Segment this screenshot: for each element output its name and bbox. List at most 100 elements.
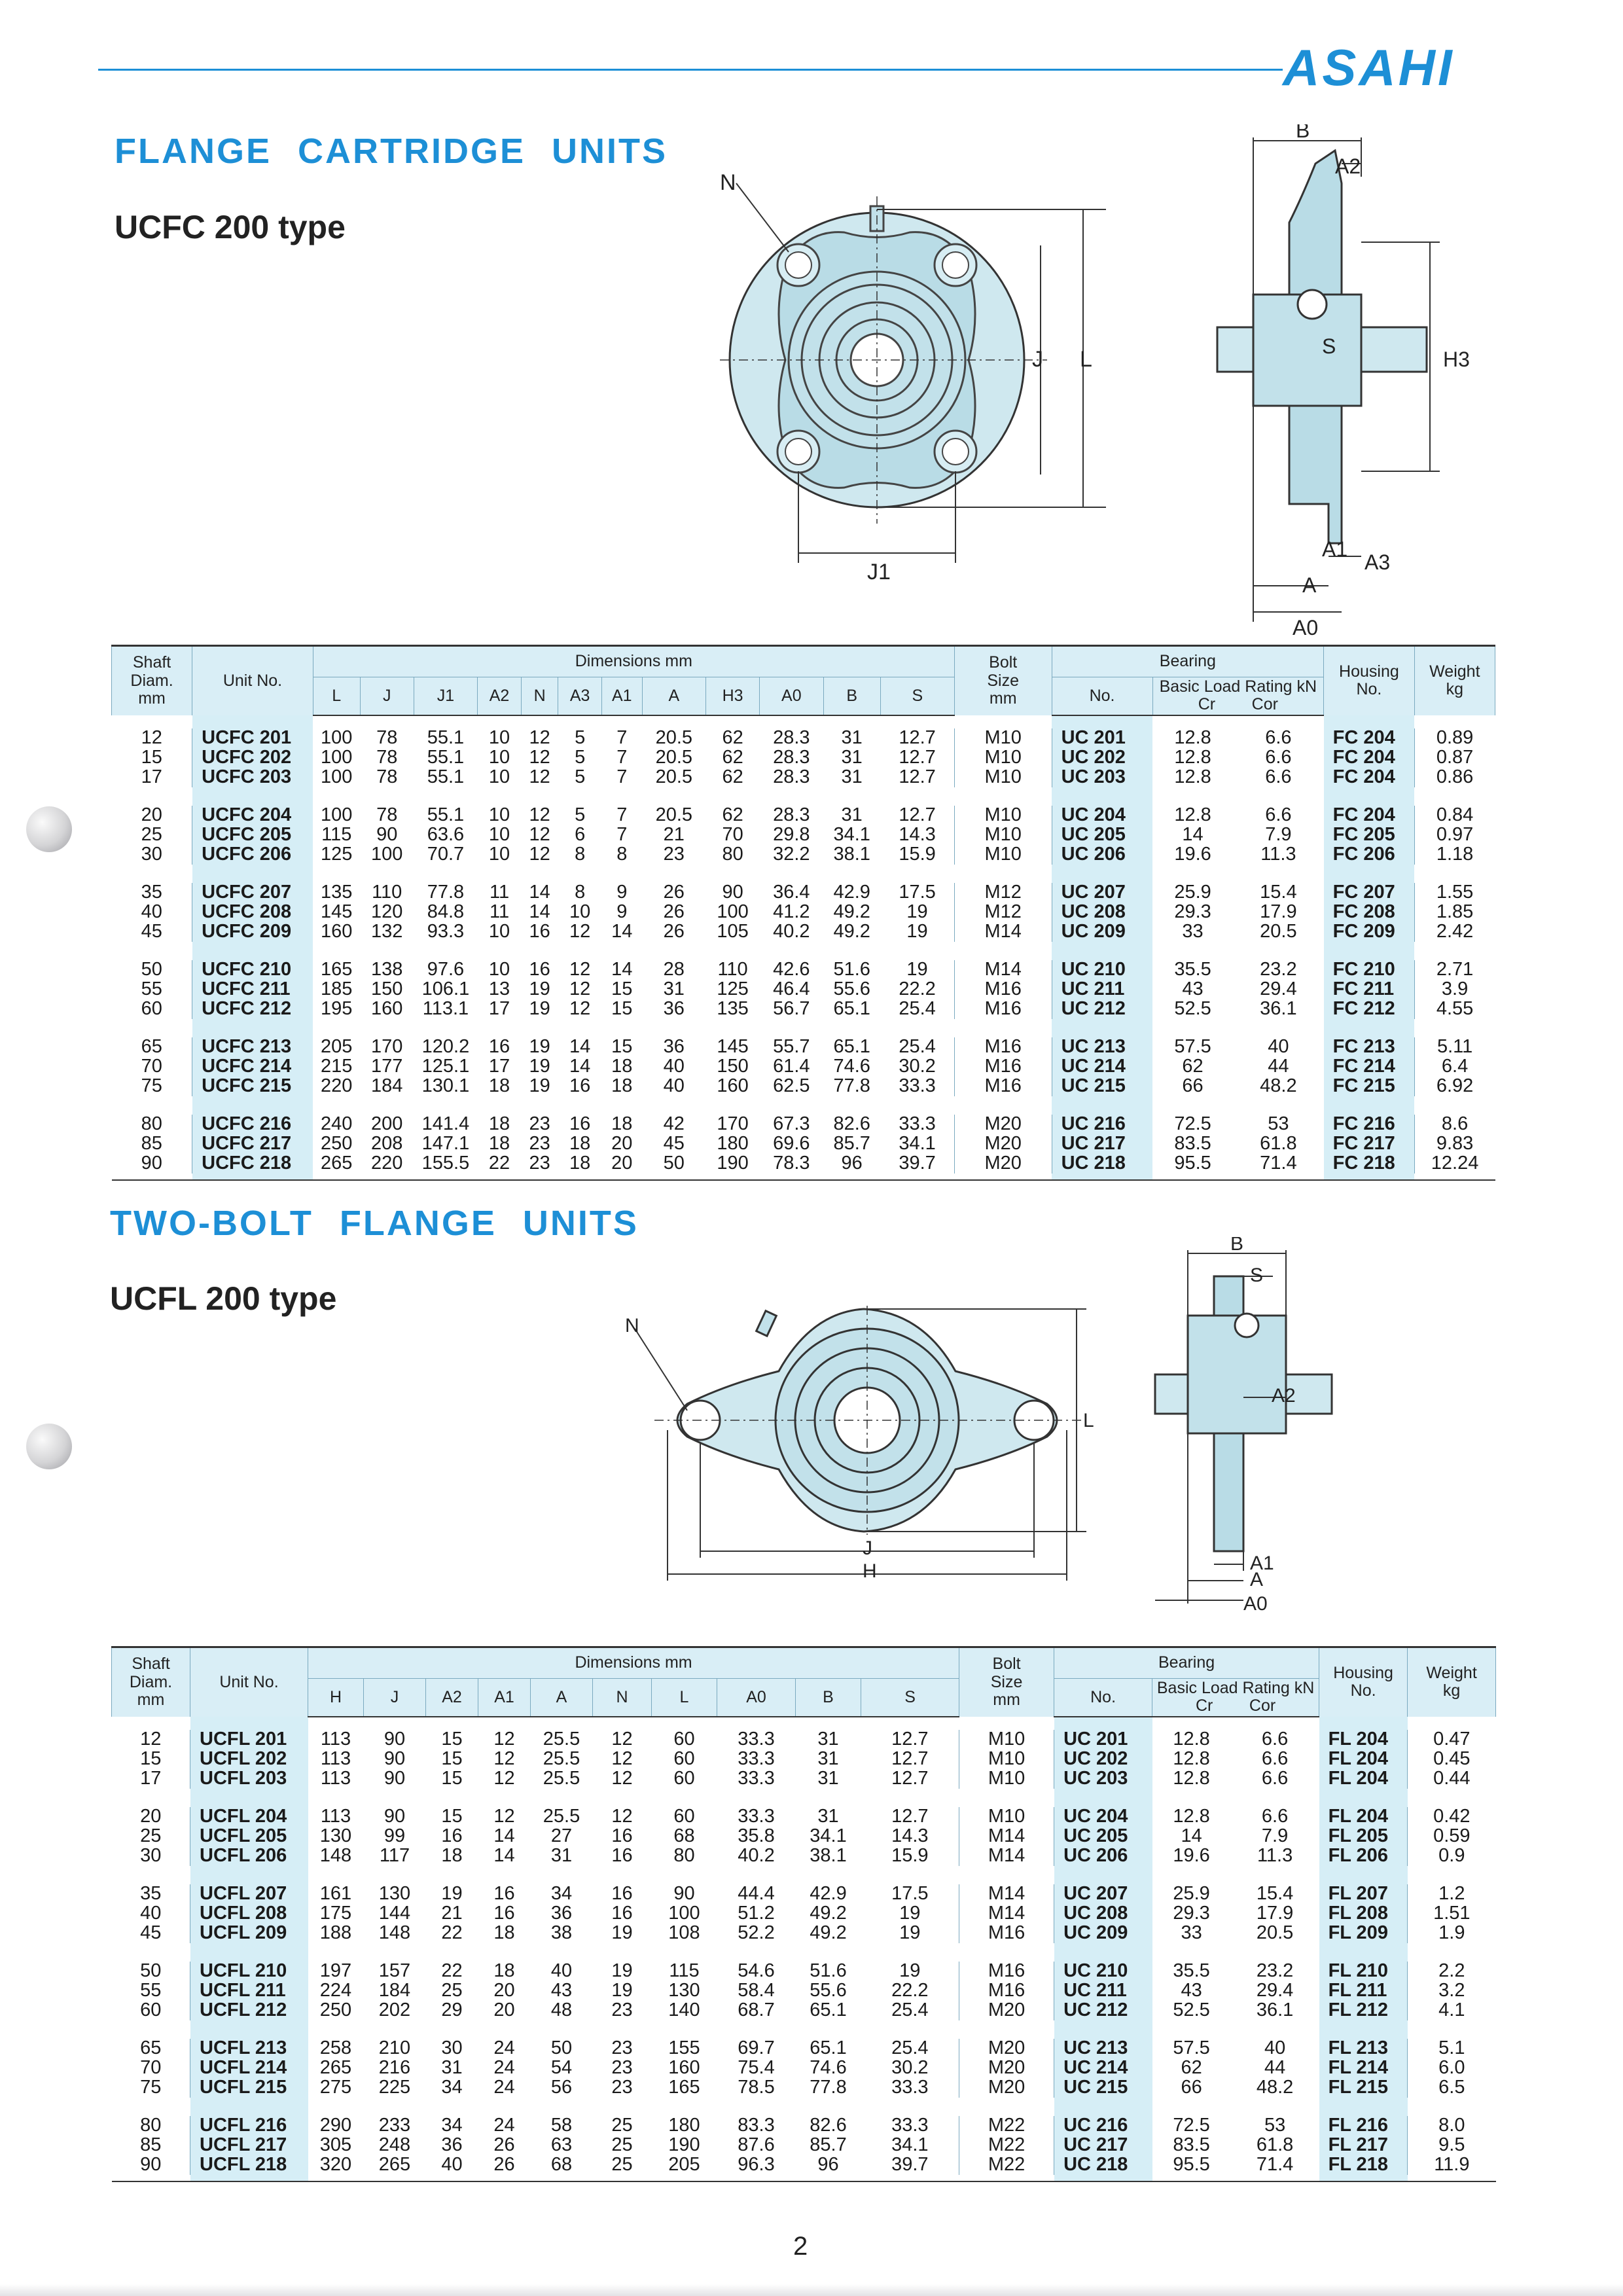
table-cell: 12.24: [1414, 1153, 1495, 1174]
table-cell: 72.5: [1173, 2115, 1210, 2136]
table-cell: M20: [954, 1153, 1052, 1174]
table-cell: 320: [319, 2154, 352, 2175]
table-end: [111, 2174, 1496, 2182]
table-cell: 17.5: [861, 1884, 960, 1904]
table-cell: 62: [722, 747, 743, 768]
table-cell: 90: [383, 1748, 406, 1769]
table-cell: 51.6: [833, 959, 870, 980]
table-cell: UCFC 206: [192, 844, 313, 865]
table-cell: 42.6: [773, 959, 810, 980]
table-cell: 12: [611, 1768, 633, 1789]
table-cell: 60: [673, 1729, 695, 1749]
table-cell: 26: [493, 2154, 515, 2175]
table-cell: 24: [493, 2037, 515, 2058]
table-cell: 20: [493, 2000, 515, 2020]
table-cell: M22: [959, 2135, 1055, 2155]
table-cell: M16: [959, 1981, 1055, 2001]
label-n: N: [720, 170, 736, 195]
table-cell: 12.8: [1173, 1806, 1210, 1827]
table-cell: FL 217: [1319, 2135, 1408, 2155]
table-cell: 36: [663, 998, 685, 1019]
table-cell: 62: [1181, 2057, 1202, 2078]
table-cell: 31: [817, 1748, 839, 1769]
table-cell: 147.1: [421, 1133, 470, 1154]
table-cell: 24: [493, 2077, 515, 2098]
table-cell: FL 205: [1319, 1826, 1408, 1846]
dim-col-header: J: [363, 1678, 426, 1717]
svg-text:A1: A1: [1250, 1552, 1274, 1574]
table-cell: 62.5: [773, 1075, 810, 1096]
table-cell: 85.7: [833, 1133, 870, 1154]
table-cell: 29.4: [1256, 1980, 1294, 2001]
table-cell: 40: [1268, 1036, 1289, 1057]
table-cell: 275: [319, 2077, 352, 2098]
svg-text:A0: A0: [1293, 616, 1318, 639]
table-cell: 6.0: [1407, 2058, 1496, 2078]
table-cell: 25.4: [861, 2000, 960, 2020]
table-cell: 44.4: [738, 1883, 775, 1904]
table-cell: 40.2: [738, 1845, 775, 1866]
table-cell: 40: [111, 1903, 190, 1924]
table-cell: 12: [529, 844, 550, 865]
table-cell: 12.8: [1174, 804, 1211, 825]
table-cell: UCFC 213: [192, 1037, 313, 1057]
group-spacer: [112, 1788, 1496, 1807]
table-cell: 10: [488, 727, 510, 748]
table-cell: M10: [954, 728, 1052, 748]
table-cell: 290: [319, 2115, 352, 2136]
table-cell: 9: [616, 901, 628, 922]
table-cell: 40: [663, 1075, 685, 1096]
table-cell: UC 215: [1052, 1076, 1152, 1096]
table-cell: 13: [488, 978, 510, 999]
table-cell: FL 212: [1319, 2000, 1408, 2020]
table-cell: 63: [550, 2134, 573, 2155]
table-cell: 135: [321, 882, 353, 903]
table-cell: UC 212: [1052, 999, 1152, 1019]
table-cell: 78.5: [738, 2077, 775, 2098]
table-cell: 6.92: [1414, 1076, 1495, 1096]
dim-col-header: A3: [558, 677, 602, 716]
table-cell: 200: [371, 1113, 403, 1134]
table-cell: UCFC 212: [192, 999, 313, 1019]
table-cell: 12.7: [861, 1729, 960, 1749]
table-cell: 1.55: [1414, 882, 1495, 903]
table-cell: 24: [493, 2115, 515, 2136]
table-cell: 40: [441, 2154, 463, 2175]
table-cell: 161: [319, 1883, 352, 1904]
table-cell: 78: [376, 747, 398, 768]
table-cell: 5: [575, 804, 586, 825]
table-cell: 16: [611, 1845, 633, 1866]
table-cell: M20: [954, 1114, 1052, 1134]
table-cell: 31: [817, 1729, 839, 1749]
table-cell: 87.6: [738, 2134, 775, 2155]
table-cell: 6: [575, 824, 586, 845]
table-cell: 165: [321, 959, 353, 980]
table-cell: 7.9: [1265, 824, 1292, 845]
table-cell: 57.5: [1174, 1036, 1211, 1057]
svg-text:A3: A3: [1364, 550, 1390, 574]
table-cell: 95.5: [1174, 1153, 1211, 1174]
table-cell: 74.6: [833, 1056, 870, 1077]
table-cell: M14: [959, 1846, 1055, 1866]
table-cell: FC 204: [1323, 747, 1415, 768]
table-cell: 100: [668, 1903, 700, 1924]
table-cell: FC 214: [1323, 1056, 1415, 1077]
table-cell: UC 211: [1052, 979, 1152, 999]
dim-col-header: N: [520, 677, 559, 716]
table-cell: 14: [569, 1036, 591, 1057]
table-cell: 15: [111, 747, 193, 768]
table-cell: 84.8: [427, 901, 465, 922]
table-cell: 188: [319, 1922, 352, 1943]
table-cell: FC 217: [1323, 1134, 1415, 1154]
bearing-header: Bearing: [1054, 1646, 1320, 1679]
